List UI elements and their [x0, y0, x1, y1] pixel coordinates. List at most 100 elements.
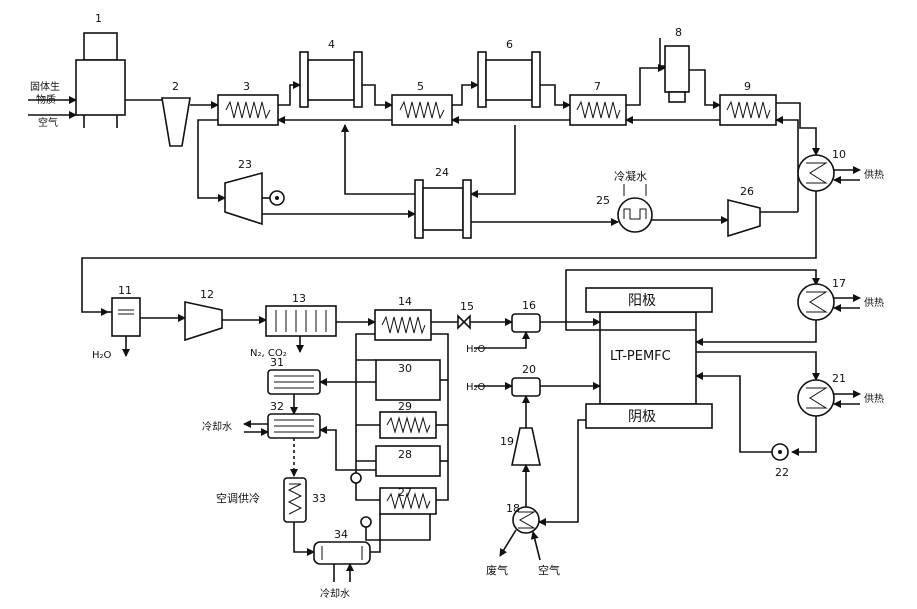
humidifier-16 [512, 314, 540, 332]
label-21: 21 [832, 372, 846, 385]
label-20: 20 [522, 363, 536, 376]
cyclone-2 [162, 98, 190, 146]
air-label-gasifier: 空气 [38, 116, 58, 129]
label-32: 32 [270, 400, 284, 413]
cathode-exhaust-to-recuperator-line [539, 420, 586, 522]
reactor6-to-hx7-line [540, 85, 570, 105]
separator-11 [108, 298, 140, 336]
hx24-to-hx5-line [345, 125, 415, 194]
condenser-32 [268, 414, 320, 438]
label-24: 24 [435, 166, 449, 179]
label-19: 19 [500, 435, 514, 448]
h2o-20-label: H₂O [466, 382, 486, 393]
label-13: 13 [292, 292, 306, 305]
heat-exchanger-24 [415, 180, 471, 238]
hx5-to-hx24-line [471, 125, 515, 194]
turbine-23 [225, 173, 284, 224]
label-6: 6 [506, 38, 513, 51]
label-30: 30 [398, 362, 412, 375]
label-12: 12 [200, 288, 214, 301]
biomass-label-line1: 固体生 [30, 80, 60, 93]
valve-15 [458, 316, 470, 328]
label-10: 10 [832, 148, 846, 161]
reactor-4 [300, 52, 362, 107]
label-7: 7 [594, 80, 601, 93]
cooler-10 [798, 155, 834, 191]
compressor-19 [512, 428, 540, 465]
air-18-in-line [533, 532, 540, 560]
evaporator-33 [284, 478, 306, 522]
heat-exchanger-29 [380, 412, 436, 438]
ac-cooling-label: 空调供冷 [216, 491, 260, 505]
absorber-34 [314, 542, 370, 564]
hx5-to-reactor6-line [452, 85, 478, 105]
label-8: 8 [675, 26, 682, 39]
anode-label: 阳极 [628, 293, 656, 309]
unit8-to-hx9-line [689, 70, 720, 105]
label-3: 3 [243, 80, 250, 93]
pump-lower-loop-line [366, 514, 430, 540]
label-5: 5 [417, 80, 424, 93]
hx3-to-reactor4-line [278, 85, 300, 105]
evaporator33-to-absorber34-line [294, 522, 314, 552]
label-14: 14 [398, 295, 412, 308]
label-27: 27 [398, 486, 412, 499]
cooling-water-32-label: 冷却水 [202, 420, 232, 433]
label-34: 34 [334, 528, 348, 541]
cooler-21 [798, 380, 834, 416]
label-17: 17 [832, 277, 846, 290]
humidifier-20 [512, 378, 540, 396]
pump-left-lower [361, 517, 371, 527]
label-28: 28 [398, 448, 412, 461]
label-18: 18 [506, 502, 520, 515]
cooler-17 [798, 284, 834, 320]
h2o-16-label: H₂O [466, 344, 486, 355]
label-33: 33 [312, 492, 326, 505]
cooler21-to-pump22-line [792, 416, 816, 452]
condenser-31 [268, 370, 320, 394]
heat-exchanger-3 [218, 95, 278, 125]
absorber34-to-hx27-line [370, 514, 380, 552]
air-18-label: 空气 [538, 563, 560, 577]
label-29: 29 [398, 400, 412, 413]
label-16: 16 [522, 299, 536, 312]
cooler17-return-line [696, 320, 816, 342]
label-2: 2 [172, 80, 179, 93]
heat-supply-21-label: 供热 [864, 392, 884, 405]
label-11: 11 [118, 284, 132, 297]
label-9: 9 [744, 80, 751, 93]
label-1: 1 [95, 12, 102, 25]
exhaust-out-line [500, 530, 516, 556]
heat-exchanger-9 [720, 95, 776, 125]
hx7-to-unit8-line [626, 68, 665, 105]
label-15: 15 [460, 300, 474, 313]
cooling-water-34-label: 冷却水 [320, 587, 350, 600]
label-25: 25 [596, 194, 610, 207]
label-4: 4 [328, 38, 335, 51]
label-22: 22 [775, 466, 789, 479]
heat-exchanger-14 [375, 310, 431, 340]
cathode-label: 阴极 [628, 409, 656, 425]
label-26: 26 [740, 185, 754, 198]
condenser-25 [618, 198, 652, 232]
pump-left-upper [351, 473, 361, 483]
unit-8 [660, 38, 689, 102]
water-out-label: H₂O [92, 350, 112, 361]
hx9-to-cooler10-line [776, 103, 816, 155]
heat-exchanger-5 [392, 95, 452, 125]
pump-26 [728, 200, 760, 236]
gasifier-1 [76, 33, 125, 128]
heat-supply-17-label: 供热 [864, 296, 884, 309]
hx3-to-turbine23-line [198, 120, 225, 198]
label-23: 23 [238, 158, 252, 171]
psa-unit-13 [266, 306, 336, 336]
fuel-cell-label: LT-PEMFC [610, 349, 671, 364]
absorber28-to-condenser32-line [320, 430, 376, 470]
compressor-12 [185, 302, 222, 340]
reactor4-to-hx5-line [362, 85, 392, 105]
exhaust-label: 废气 [486, 563, 508, 577]
condensate-label: 冷凝水 [614, 169, 647, 183]
reactor-6 [478, 52, 540, 107]
heat-supply-10-label: 供热 [864, 168, 884, 181]
